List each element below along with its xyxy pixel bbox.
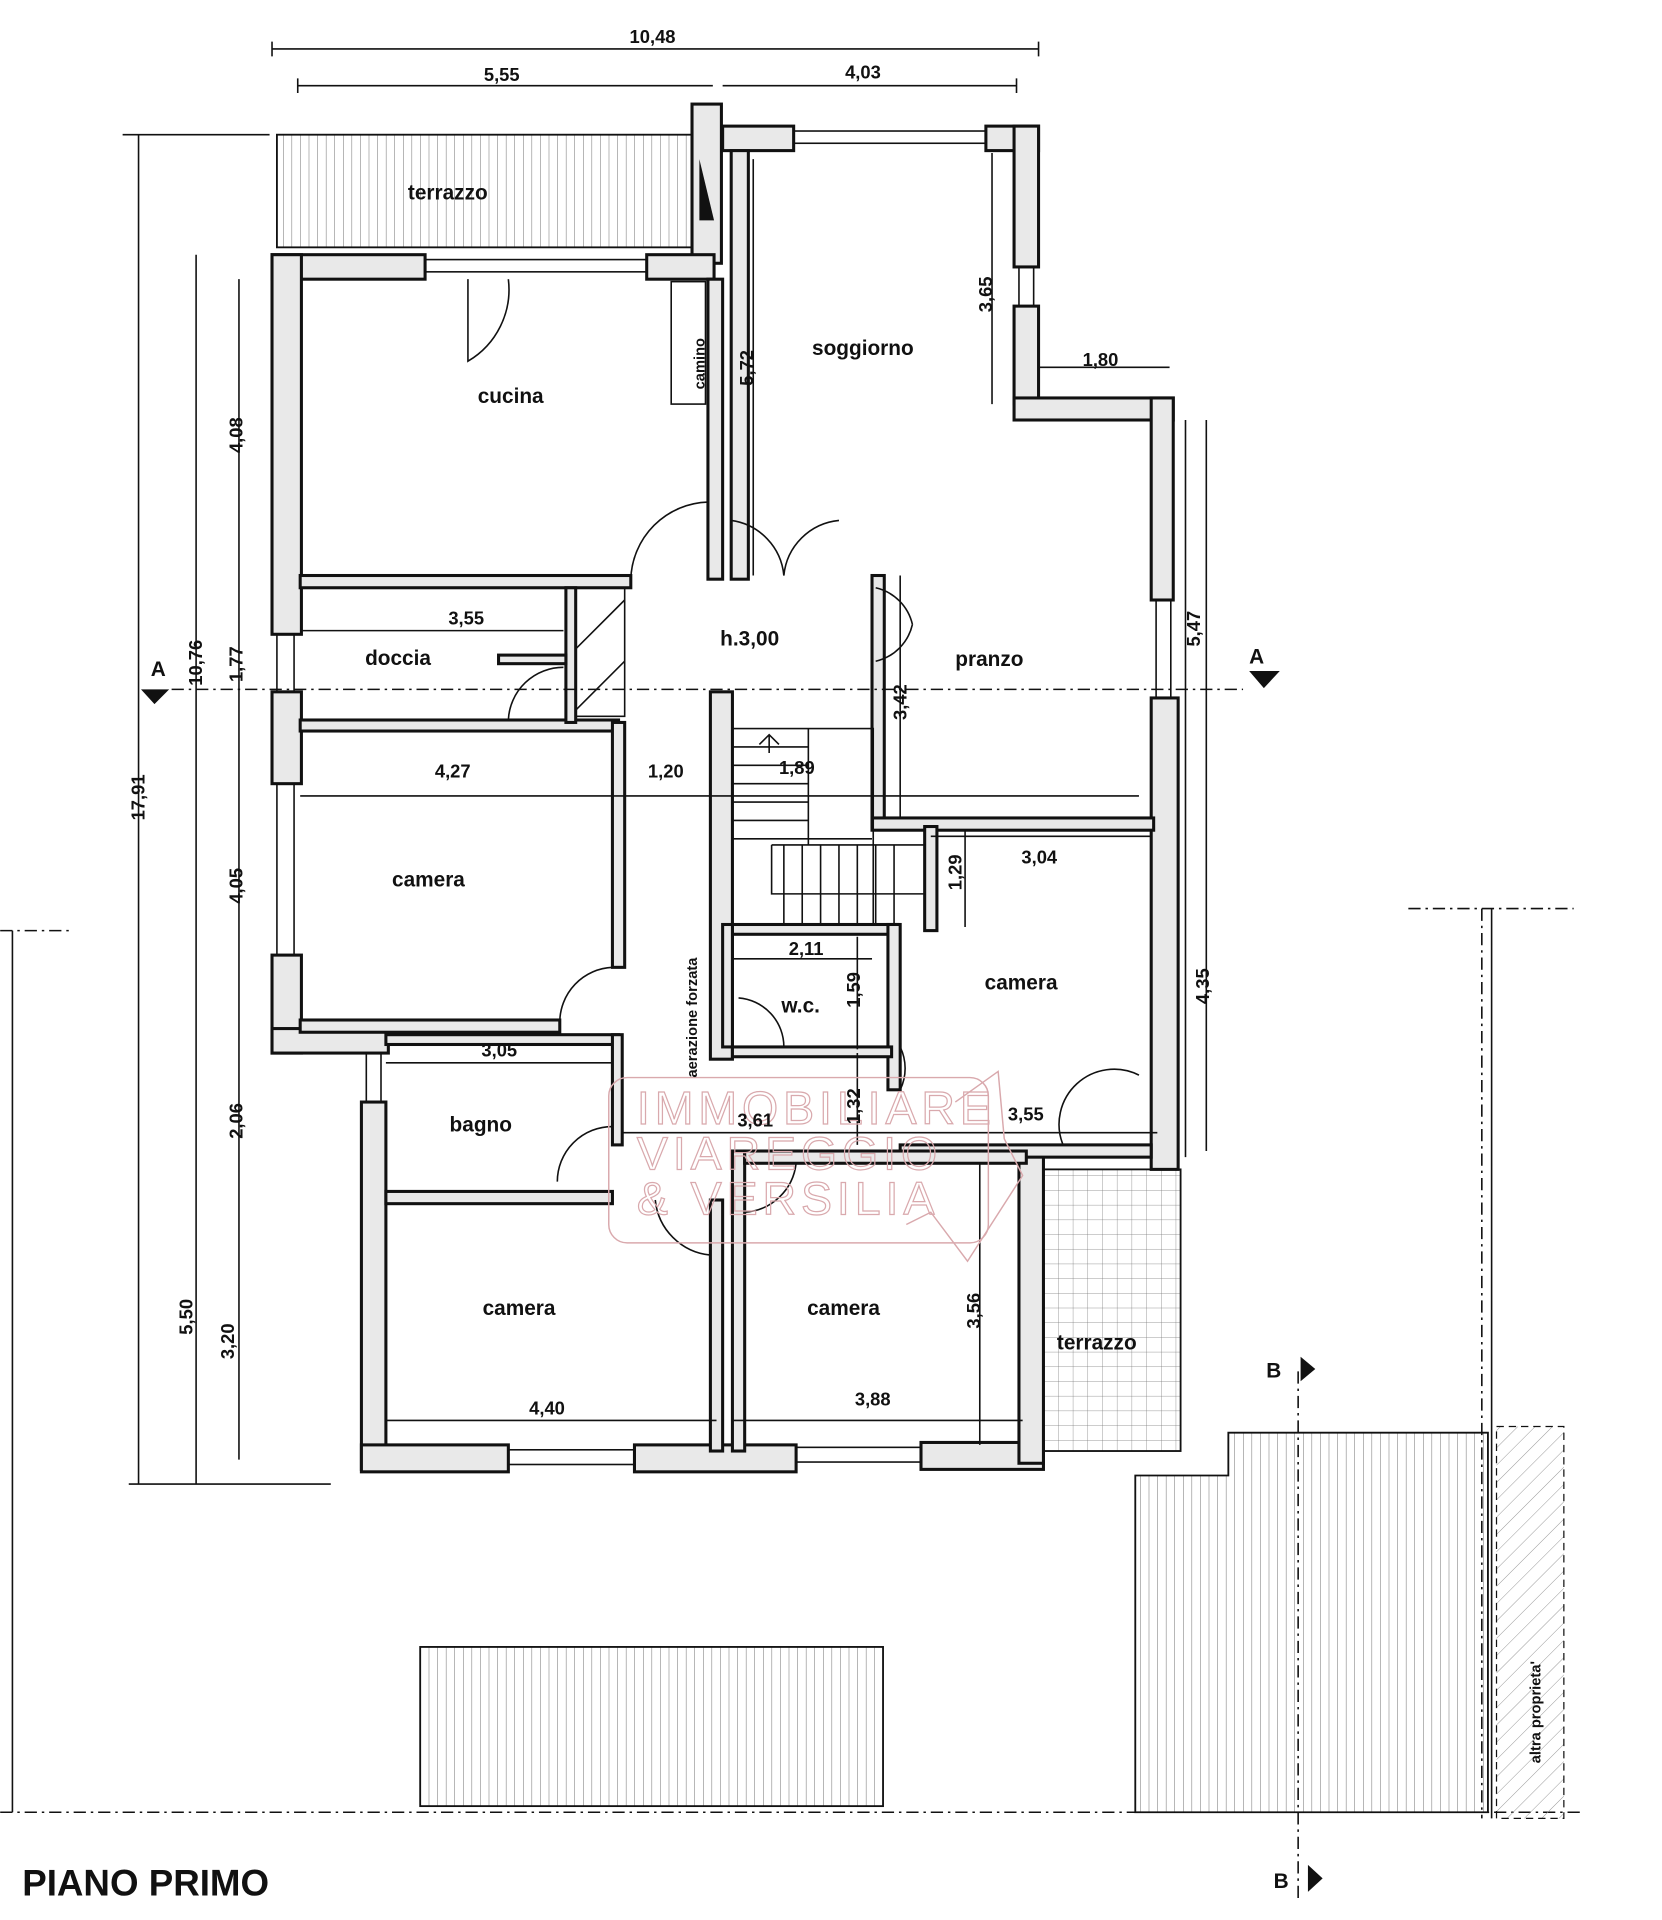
dim: 4,05 [226, 868, 247, 904]
section-b-top-arrow-icon [1300, 1356, 1316, 1382]
dim: 2,11 [789, 938, 824, 959]
label-ceiling-height: h.3,00 [720, 627, 779, 650]
staircase [574, 586, 926, 926]
dim: 5,47 [1183, 611, 1204, 647]
dim: 5,55 [484, 64, 520, 85]
section-markers: A A B B [141, 646, 1323, 1893]
dim: 5,50 [175, 1299, 196, 1335]
label-camino: camino [692, 338, 708, 389]
dim: 3,05 [481, 1040, 517, 1061]
section-b-bottom-arrow-icon [1307, 1864, 1323, 1892]
section-a-right-arrow-icon [1249, 671, 1280, 689]
section-b-top: B [1266, 1360, 1281, 1383]
dim-total-width: 10,48 [630, 26, 676, 47]
room-terrazzo-top: terrazzo [408, 182, 488, 205]
room-doccia: doccia [365, 647, 431, 670]
terrace-bottom [1042, 1168, 1182, 1452]
dim-total-height: 17,91 [128, 774, 149, 820]
dim: 3,56 [963, 1293, 984, 1329]
room-soggiorno: soggiorno [812, 337, 914, 360]
watermark-line1: IMMOBILIARE [637, 1082, 996, 1134]
room-camera-4: camera [807, 1297, 880, 1320]
dim: 3,04 [1021, 846, 1058, 867]
terrace-top [276, 133, 707, 249]
dim: 3,65 [975, 277, 996, 313]
dim: 4,27 [435, 761, 471, 782]
dim: 3,42 [889, 684, 910, 720]
dim: 3,88 [855, 1389, 891, 1410]
dim: 2,06 [226, 1103, 247, 1139]
dim: 1,77 [226, 646, 247, 682]
walls [270, 102, 1180, 1474]
dim: 10,76 [185, 640, 206, 686]
dim: 4,35 [1192, 968, 1213, 1004]
fireplace [670, 280, 707, 405]
watermark-logo: IMMOBILIARE VIAREGGIO & VERSILIA [608, 1070, 1024, 1263]
dim: 1,29 [944, 854, 965, 890]
plan-title: PIANO PRIMO [22, 1863, 269, 1904]
dim: 3,20 [217, 1323, 238, 1359]
dimension-lines [0, 41, 1580, 1898]
section-a-left-arrow-icon [141, 689, 170, 705]
outbuilding-right [1134, 1431, 1489, 1814]
dim: 1,59 [843, 972, 864, 1008]
section-b-bottom: B [1274, 1870, 1289, 1893]
section-a-left: A [151, 658, 166, 681]
room-camera-1: camera [392, 869, 465, 892]
watermark-line2: VIAREGGIO [637, 1127, 942, 1179]
room-wc: w.c. [780, 995, 820, 1018]
dim: 1,89 [779, 757, 815, 778]
dim: 3,55 [448, 607, 484, 628]
room-camera-2: camera [985, 971, 1058, 994]
room-labels: terrazzo cucina camino soggiorno doccia … [365, 182, 1545, 1764]
room-cucina: cucina [478, 385, 544, 408]
label-altra-proprieta: altra proprieta' [1529, 1661, 1545, 1763]
doors [467, 279, 1140, 1256]
room-bagno: bagno [450, 1113, 512, 1136]
windows [276, 130, 1172, 1466]
outbuilding-left [419, 1646, 884, 1808]
room-camera-3: camera [483, 1297, 556, 1320]
dim: 3,55 [1008, 1103, 1044, 1124]
dimension-labels: 10,48 5,55 4,03 3,65 1,80 5,72 4,08 10,7… [128, 26, 1213, 1418]
section-a-right: A [1249, 646, 1264, 669]
watermark-line3: & VERSILIA [637, 1173, 939, 1225]
dim: 1,20 [648, 761, 684, 782]
room-pranzo: pranzo [955, 648, 1023, 671]
other-property-area [1495, 1425, 1565, 1819]
label-aerazione-forzata: aerazione forzata [685, 957, 701, 1078]
dim: 4,03 [845, 61, 881, 82]
dim: 1,32 [843, 1088, 864, 1124]
dim: 4,08 [226, 417, 247, 453]
dim: 3,61 [737, 1110, 773, 1131]
dim: 1,80 [1083, 349, 1119, 370]
dim: 4,40 [529, 1397, 565, 1418]
dim: 5,72 [736, 350, 757, 386]
room-terrazzo-bottom: terrazzo [1057, 1331, 1137, 1354]
fireplace-flue [699, 159, 715, 221]
